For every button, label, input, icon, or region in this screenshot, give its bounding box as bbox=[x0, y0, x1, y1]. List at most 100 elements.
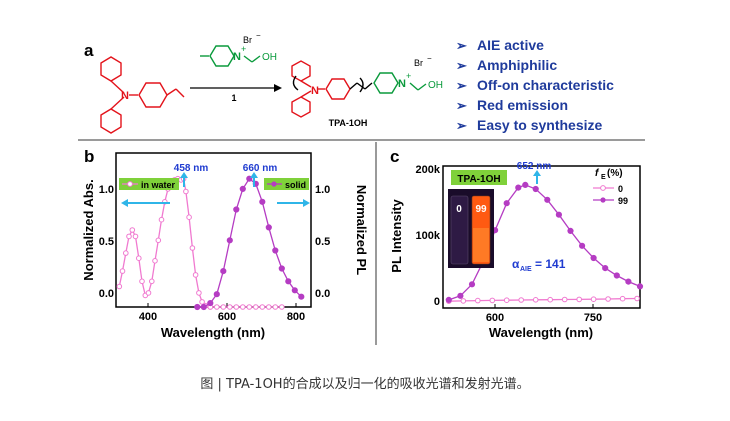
data-point bbox=[547, 296, 554, 303]
feature-list: ➢ AIE active ➢ Amphiphilic ➢ Off-on char… bbox=[456, 37, 614, 133]
data-point bbox=[602, 265, 609, 272]
data-point bbox=[636, 283, 644, 290]
data-point bbox=[503, 200, 510, 207]
data-point bbox=[445, 296, 452, 303]
data-point bbox=[233, 206, 240, 213]
data-point bbox=[192, 272, 199, 278]
pl-peak-arrow-head bbox=[250, 172, 258, 178]
data-point bbox=[194, 303, 201, 311]
product-oh: OH bbox=[428, 80, 443, 91]
feature-item: Easy to synthesize bbox=[477, 117, 602, 133]
b-y-tick-right: 0.5 bbox=[315, 236, 330, 248]
plot-c-axes: 600 750 200k 100k 0 bbox=[416, 164, 603, 324]
data-point bbox=[116, 283, 123, 290]
reagent-cation-sup: + bbox=[241, 44, 246, 54]
data-point bbox=[272, 247, 279, 254]
feature-bullet: ➢ bbox=[456, 98, 468, 113]
data-point bbox=[590, 254, 597, 262]
feature-item: Amphiphilic bbox=[477, 57, 557, 73]
data-point bbox=[460, 298, 467, 304]
feature-item: Off-on characteristic bbox=[477, 77, 614, 93]
product-anion: Br bbox=[414, 58, 423, 68]
arrow-right-head bbox=[303, 199, 310, 207]
feature-bullet: ➢ bbox=[456, 78, 468, 93]
data-point bbox=[226, 237, 233, 244]
b-y-tick-left: 0.0 bbox=[99, 288, 114, 300]
c-y-tick: 200k bbox=[416, 164, 441, 176]
data-point bbox=[132, 233, 139, 240]
product-anion-sup: − bbox=[427, 54, 432, 63]
data-point bbox=[532, 185, 539, 193]
product-structure bbox=[291, 60, 427, 118]
data-point bbox=[265, 224, 272, 231]
data-point bbox=[227, 304, 233, 310]
alpha-sub: AIE bbox=[520, 266, 532, 273]
legend-solid-marker bbox=[271, 181, 277, 187]
legend-water-label: in water bbox=[141, 180, 176, 190]
data-point bbox=[123, 250, 129, 256]
data-point bbox=[139, 278, 145, 285]
product-n-plus-atom: N bbox=[398, 78, 406, 90]
data-point bbox=[579, 242, 586, 249]
data-point bbox=[207, 300, 214, 307]
legend-water-marker bbox=[127, 181, 133, 187]
abs-peak-arrow-head bbox=[180, 172, 188, 178]
b-x-axis-label: Wavelength (nm) bbox=[161, 325, 265, 340]
data-point bbox=[246, 304, 253, 310]
vial-label: 99 bbox=[475, 204, 487, 215]
data-point bbox=[214, 304, 220, 310]
legend-c-title-sub: E bbox=[601, 174, 606, 181]
data-point bbox=[278, 265, 285, 272]
data-point bbox=[590, 296, 597, 303]
product-name: TPA-1OH bbox=[329, 118, 368, 128]
reaction-arrowhead bbox=[274, 84, 282, 92]
data-point bbox=[149, 278, 155, 285]
c-x-axis-label: Wavelength (nm) bbox=[489, 325, 593, 340]
legend-water-box bbox=[119, 178, 179, 190]
data-point bbox=[561, 296, 568, 303]
badge-label: TPA-1OH bbox=[457, 174, 500, 185]
b-y-axis-label-right: Normalized PL bbox=[354, 185, 369, 275]
data-point bbox=[266, 304, 272, 310]
plot-b-data bbox=[116, 175, 305, 311]
data-point bbox=[503, 297, 510, 304]
data-point bbox=[213, 291, 220, 298]
legend-solid-label: solid bbox=[285, 180, 306, 190]
feature-item: Red emission bbox=[477, 97, 568, 113]
product-n-atom: N bbox=[311, 85, 319, 97]
b-y-tick-left: 0.5 bbox=[99, 236, 114, 248]
figure-caption: 图 | TPA-1OH的合成以及归一化的吸收光谱和发射光谱。 bbox=[200, 377, 530, 392]
reagent-anion: Br bbox=[243, 35, 252, 45]
product-cation-sup: + bbox=[406, 71, 411, 81]
arrow-label: 1 bbox=[231, 93, 236, 103]
data-point bbox=[145, 290, 152, 296]
badge-box bbox=[451, 170, 507, 185]
feature-bullet: ➢ bbox=[456, 58, 468, 73]
data-point bbox=[233, 304, 240, 310]
data-point bbox=[152, 258, 158, 264]
alpha-value: = 141 bbox=[535, 257, 566, 271]
legend-c-entry: 99 bbox=[618, 196, 628, 206]
panel-c-label: c bbox=[390, 147, 399, 166]
panel-b-label: b bbox=[84, 147, 94, 166]
data-point bbox=[186, 214, 192, 220]
arrow-left-head bbox=[121, 199, 128, 207]
legend-c-title-unit: (%) bbox=[607, 168, 623, 179]
data-point bbox=[625, 278, 632, 285]
c-x-tick: 750 bbox=[584, 312, 602, 324]
data-point bbox=[555, 211, 563, 218]
reagent-n-atom: N bbox=[233, 51, 241, 63]
data-point bbox=[457, 292, 464, 299]
data-point bbox=[239, 185, 246, 192]
b-y-tick-right: 1.0 bbox=[315, 184, 330, 196]
panel-a-label: a bbox=[84, 41, 94, 60]
b-x-tick: 800 bbox=[287, 311, 305, 323]
series-line bbox=[197, 177, 302, 308]
data-point bbox=[119, 268, 126, 274]
b-y-axis-label-left: Normalized Abs. bbox=[81, 179, 96, 280]
data-point bbox=[544, 196, 551, 203]
vial-label: 0 bbox=[456, 204, 462, 215]
data-point bbox=[619, 295, 626, 302]
data-point bbox=[576, 296, 583, 303]
